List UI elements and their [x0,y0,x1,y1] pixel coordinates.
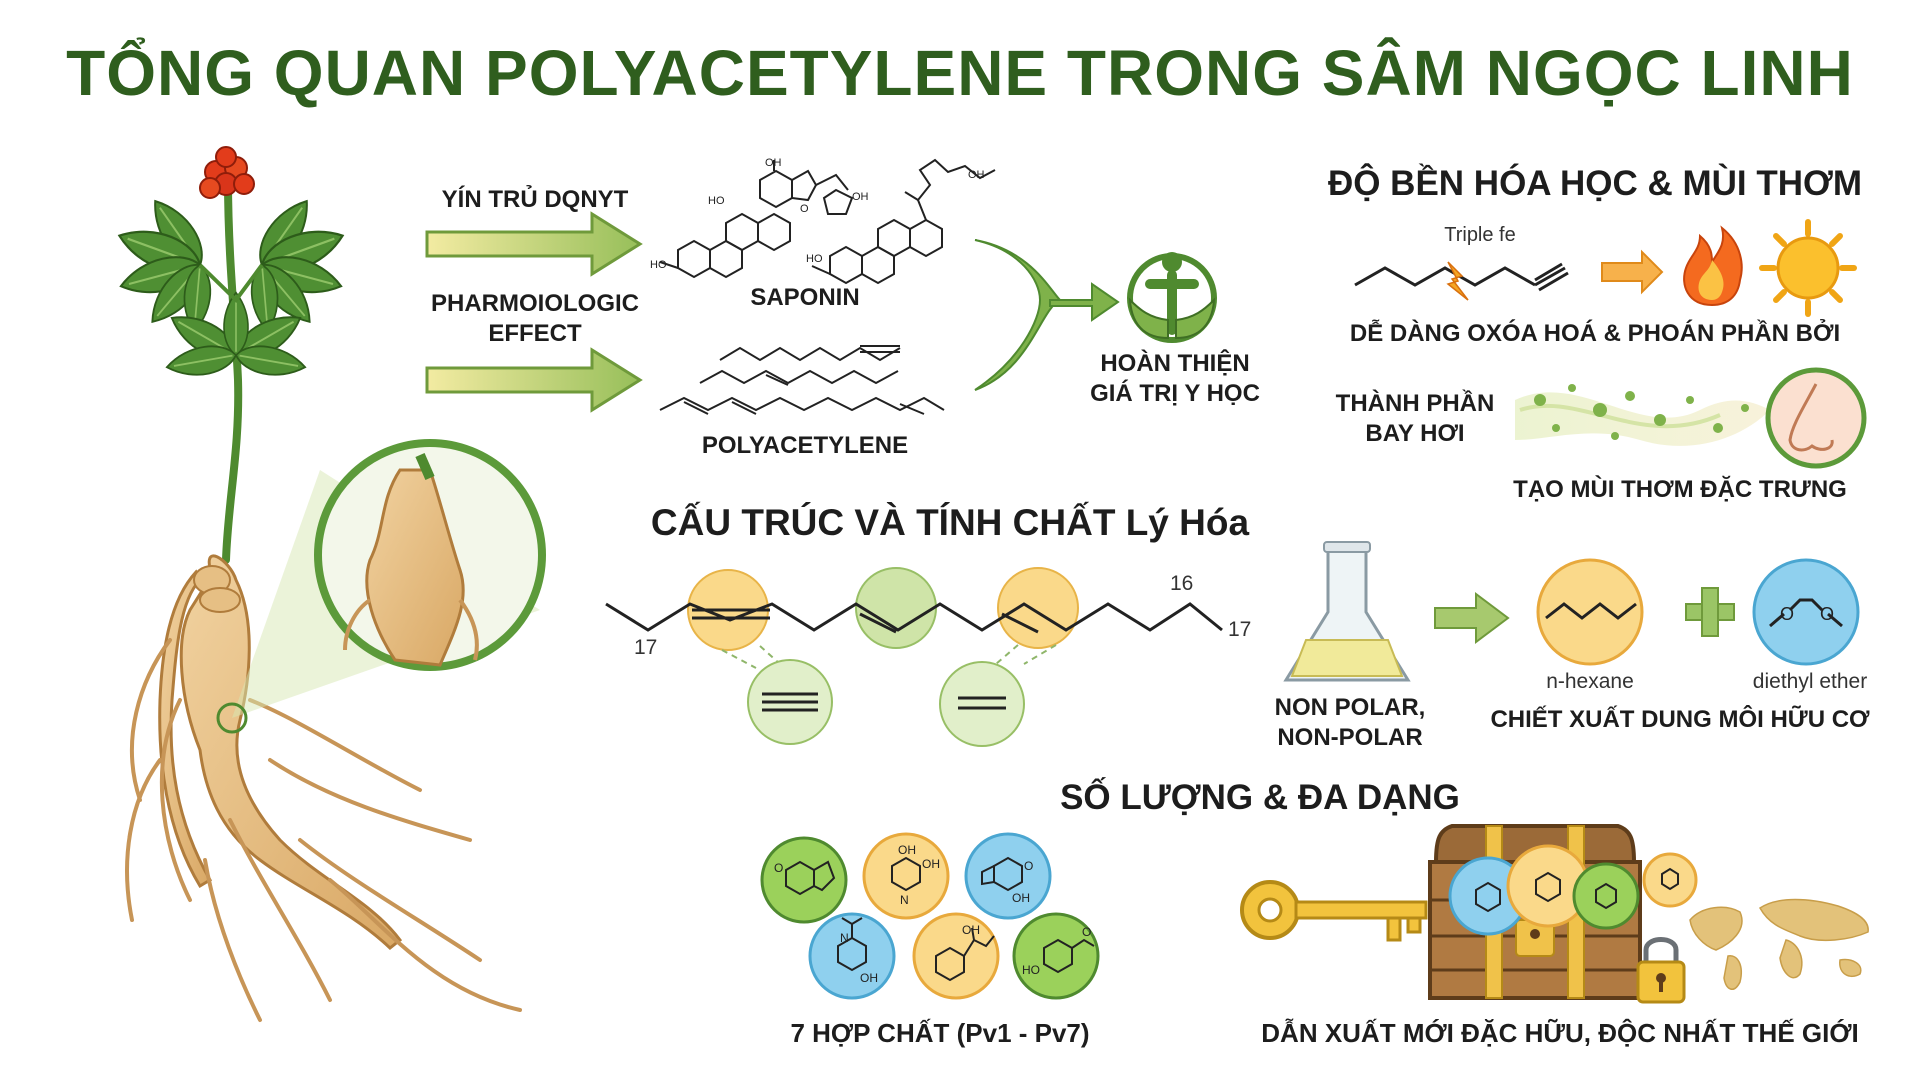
extraction-text: CHIẾT XUẤT DUNG MÔI HỮU CƠ [1490,706,1870,733]
bond-label: Triple fe [1444,224,1516,246]
atom-label: OH [765,157,782,169]
atom-label: OH [852,191,869,203]
atom-label: O [1780,604,1794,624]
atom-label: HO [650,259,667,271]
atom-label: O [800,203,809,215]
treasure-chest-icon [1428,824,1698,1000]
result-line1: HOÀN THIỆN [1100,350,1250,377]
ginseng-plant-icon [112,146,546,1022]
atom-label: OH [898,843,916,857]
nose-icon [1765,367,1867,469]
hexane-circle [1536,558,1644,666]
arrow-right-icon [425,211,643,277]
polyacetylene-structure [659,345,945,415]
plus-icon [1685,587,1735,637]
merge-arrow-icon [974,239,1120,391]
atom-label: O [774,861,783,875]
flame-icon [1683,225,1743,307]
atom-label: O [1024,859,1033,873]
key-icon [1240,880,1428,942]
berry-cluster-icon [199,146,255,199]
atom-label: OH [962,923,980,937]
polyacetylene-label: POLYACETYLENE [701,432,909,459]
arrow2-label-line1: PHARMOIOLOGIC [431,290,639,317]
compound-circles: O OH OH N O OH N OH OH HO O [760,832,1100,1000]
hands-person-icon [1127,252,1217,343]
atom-label: OH [922,857,940,871]
volatile-line2: BAY HƠI [1365,420,1465,447]
atom-label: N [840,931,849,945]
padlock-icon [1636,937,1686,1004]
carbon-number-right: 17 [1228,618,1252,641]
flask-icon [1283,541,1411,682]
arrow-right-icon [425,347,643,413]
compounds-label: 7 HỢP CHẤT (Pv1 - Pv7) [790,1018,1090,1048]
arrow-right-icon [1434,592,1510,644]
aroma-text: TẠO MÙI THƠM ĐẶC TRƯNG [1513,476,1847,503]
oxidation-text: DỄ DÀNG OXÓA HOÁ & PHOÁN PHẦN BỞI [1349,320,1841,347]
world-map-icon [1689,898,1869,990]
unique-label: DẪN XUẤT MỚI ĐẶC HỮU, ĐỘC NHẤT THẾ GIỚI [1261,1018,1859,1048]
ether-label: diethyl ether [1752,670,1868,693]
carbon-number-left: 17 [634,636,658,659]
triple-bond-chain [1354,262,1569,292]
quantity-heading: SỐ LƯỢNG & ĐA DẠNG [1060,778,1460,817]
page-title: TỔNG QUAN POLYACETYLENE TRONG SÂM NGỌC L… [66,37,1854,109]
atom-label: OH [968,169,985,181]
structure-chain [605,567,1223,747]
arrow2-label-line2: EFFECT [488,320,582,347]
ether-circle: O O [1752,558,1860,666]
volatile-line1: THÀNH PHẦN [1335,390,1495,417]
flask-label-line1: NON POLAR, [1274,694,1426,721]
bond-break-icon [1446,261,1469,301]
atom-label: OH [1012,891,1030,905]
aroma-swirl-icon [1515,384,1770,446]
sun-icon [1759,219,1857,317]
atom-label: HO [806,253,823,265]
saponin-label: SAPONIN [750,284,860,311]
result-line2: GIÁ TRỊ Y HỌC [1090,380,1260,407]
stability-heading: ĐỘ BỀN HÓA HỌC & MÙI THƠM [1327,164,1863,203]
atom-label: OH [860,971,878,985]
atom-label: O [1082,925,1091,939]
hexane-label: n-hexane [1546,670,1634,693]
arrow-right-icon [1601,249,1664,295]
flask-label-line2: NON-POLAR [1277,724,1423,751]
carbon-number-top: 16 [1170,572,1194,595]
structure-heading: CẤU TRÚC VÀ TÍNH CHẤT Lý Hóa [650,502,1250,543]
atom-label: N [900,893,909,907]
arrow1-label: YÍN TRỦ DQNYT [441,186,629,213]
atom-label: HO [708,195,725,207]
atom-label: HO [1022,963,1040,977]
atom-label: O [1820,604,1834,624]
saponin-structure [659,158,996,285]
